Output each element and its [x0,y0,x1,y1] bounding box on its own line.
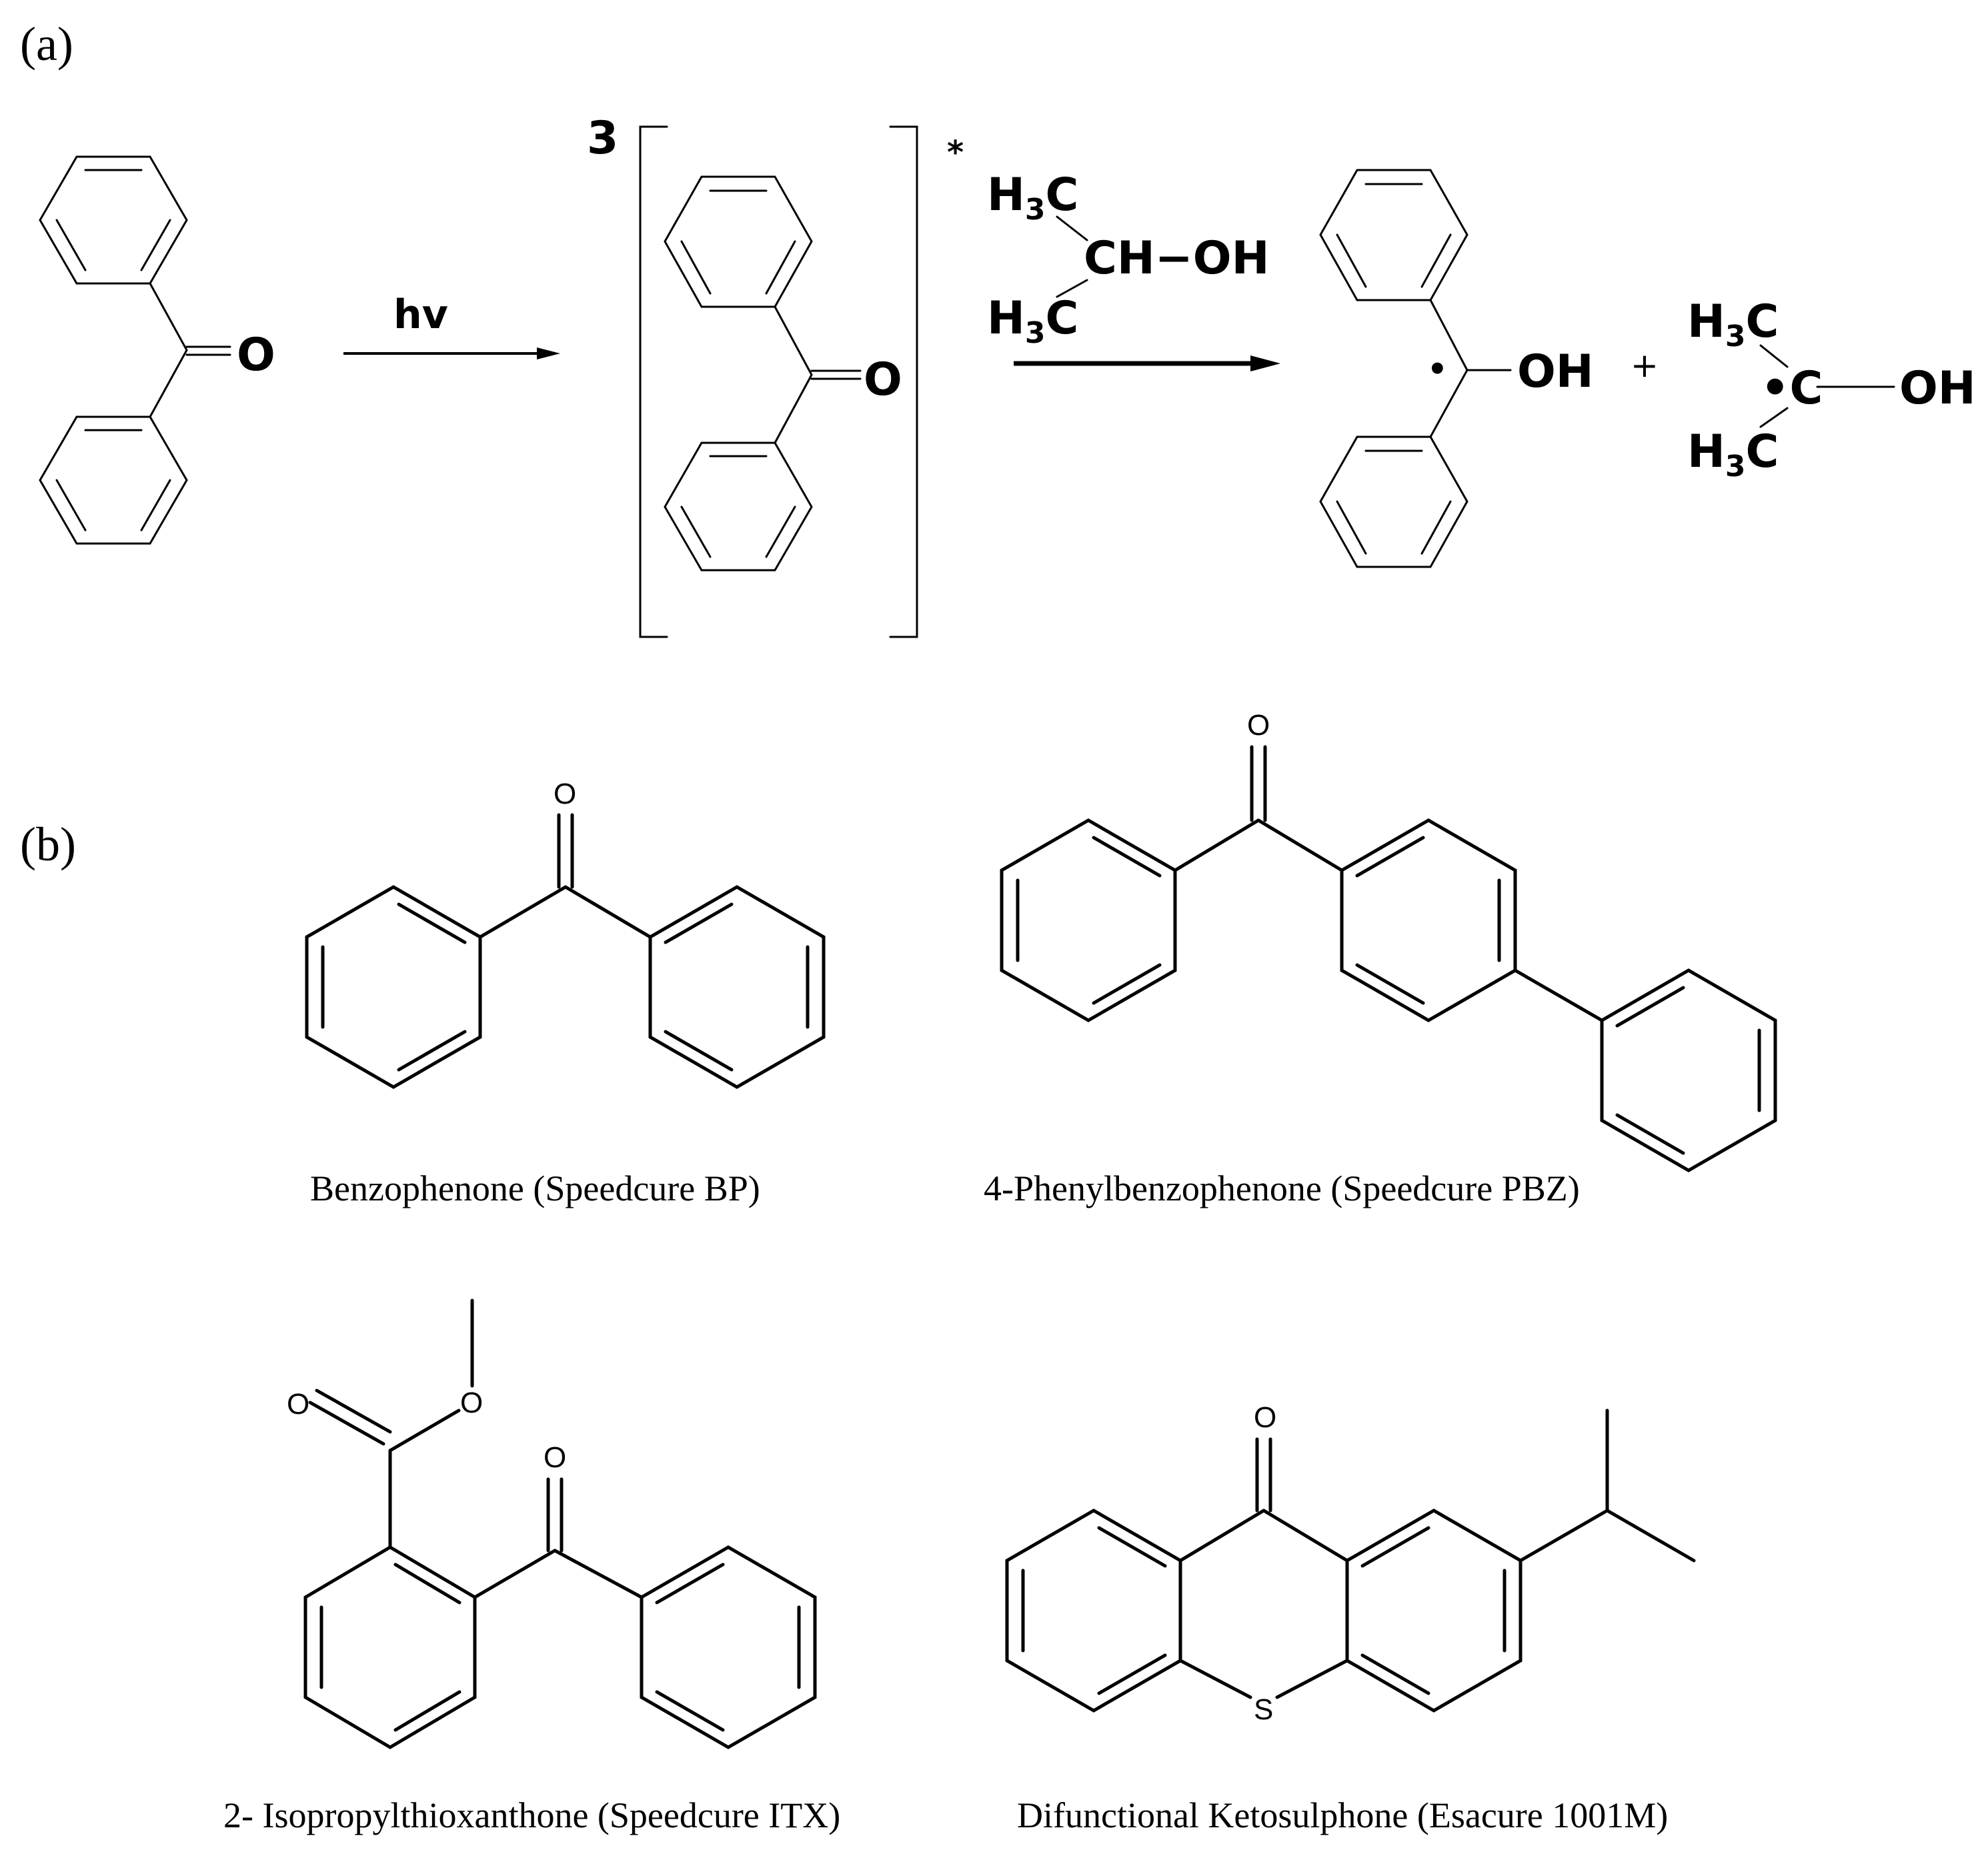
bond [1056,279,1088,298]
caption-isopropylthioxanthone: 2- Isopropylthioxanthone (Speedcure ITX) [223,1795,840,1835]
phenylene-ring-center [1340,818,1517,1022]
bond [1759,407,1789,428]
structure-4-phenylbenzophenone: O [1000,709,1777,1172]
benzene-ring-left [303,1545,477,1749]
oxygen-atom: O [237,329,275,381]
bracket-left [639,125,668,638]
bond [1759,344,1789,368]
bond [1429,369,1468,438]
oxygen-atom: O [287,1388,309,1421]
bond [774,373,813,444]
methyl-bottom: H3C [1687,425,1779,484]
bracket-right [889,125,918,638]
phenyl-ring-bottom [1319,435,1468,568]
phenyl-ring-bottom [664,441,813,572]
benzene-ring-right [1345,1509,1523,1713]
oxygen-atom: O [1247,709,1270,742]
structure-bottom-left: O O O [287,1298,817,1749]
reagent-ch-oh: CH−OH [1084,232,1270,285]
sulfur-atom: S [1254,1693,1273,1726]
phenyl-ring-right [640,1545,817,1749]
oxygen-atom: O [1254,1401,1276,1434]
phenyl-ring-left [1000,818,1177,1022]
phenyl-ring-top [664,175,813,308]
phenyl-ring-left [305,885,482,1089]
isopropanol-reagent: H3C CH−OH H3C [987,169,1270,350]
reaction-arrow-1 [343,347,560,359]
benzene-ring-left [1005,1509,1182,1713]
phenyl-ring-top [39,155,188,285]
bond [149,349,188,418]
reagent-methyl-bottom: H3C [987,292,1078,350]
oxygen-atom: O [544,1441,566,1474]
ketyl-radical-product: • OH [1319,169,1594,568]
triplet-label: 3 [587,112,618,165]
phenyl-ring-top [1319,169,1468,301]
plus-sign: + [1631,346,1659,385]
phenyl-ring-bottom [39,415,188,545]
reagent-methyl-top: H3C [987,169,1078,227]
hydroxypropyl-radical-product: H3C •C OH H3C [1687,295,1976,484]
hydroxyl-group: OH [1899,362,1976,415]
bond [149,282,188,351]
structure-benzophenone: O [305,778,826,1089]
bond [1429,299,1468,371]
phenyl-ring-right [1600,968,1777,1172]
bond [1056,215,1088,241]
arrow-label-hv: hv [393,291,448,338]
oxygen-atom: O [460,1386,483,1419]
methyl-top: H3C [1687,295,1779,353]
caption-benzophenone: Benzophenone (Speedcure BP) [310,1168,760,1208]
bond [774,305,813,376]
excited-state-marker: * [947,134,964,171]
radical-dot: • [1427,351,1448,388]
caption-ketosulphone: Difunctional Ketosulphone (Esacure 1001M… [1017,1795,1668,1835]
phenyl-ring-right [648,885,826,1089]
radical-carbon: •C [1761,362,1823,415]
reaction-arrow-2 [1014,355,1280,371]
benzophenone-excited: O [664,175,902,572]
hydroxyl-group: OH [1517,345,1594,398]
benzophenone-reactant: O [39,155,275,545]
structure-bottom-right: O S [1005,1401,1696,1726]
oxygen-atom: O [864,353,902,406]
panel-a-label: (a) [20,17,73,71]
oxygen-atom: O [554,778,576,810]
caption-4-phenylbenzophenone: 4-Phenylbenzophenone (Speedcure PBZ) [984,1168,1580,1208]
panel-b-label: (b) [20,818,76,871]
